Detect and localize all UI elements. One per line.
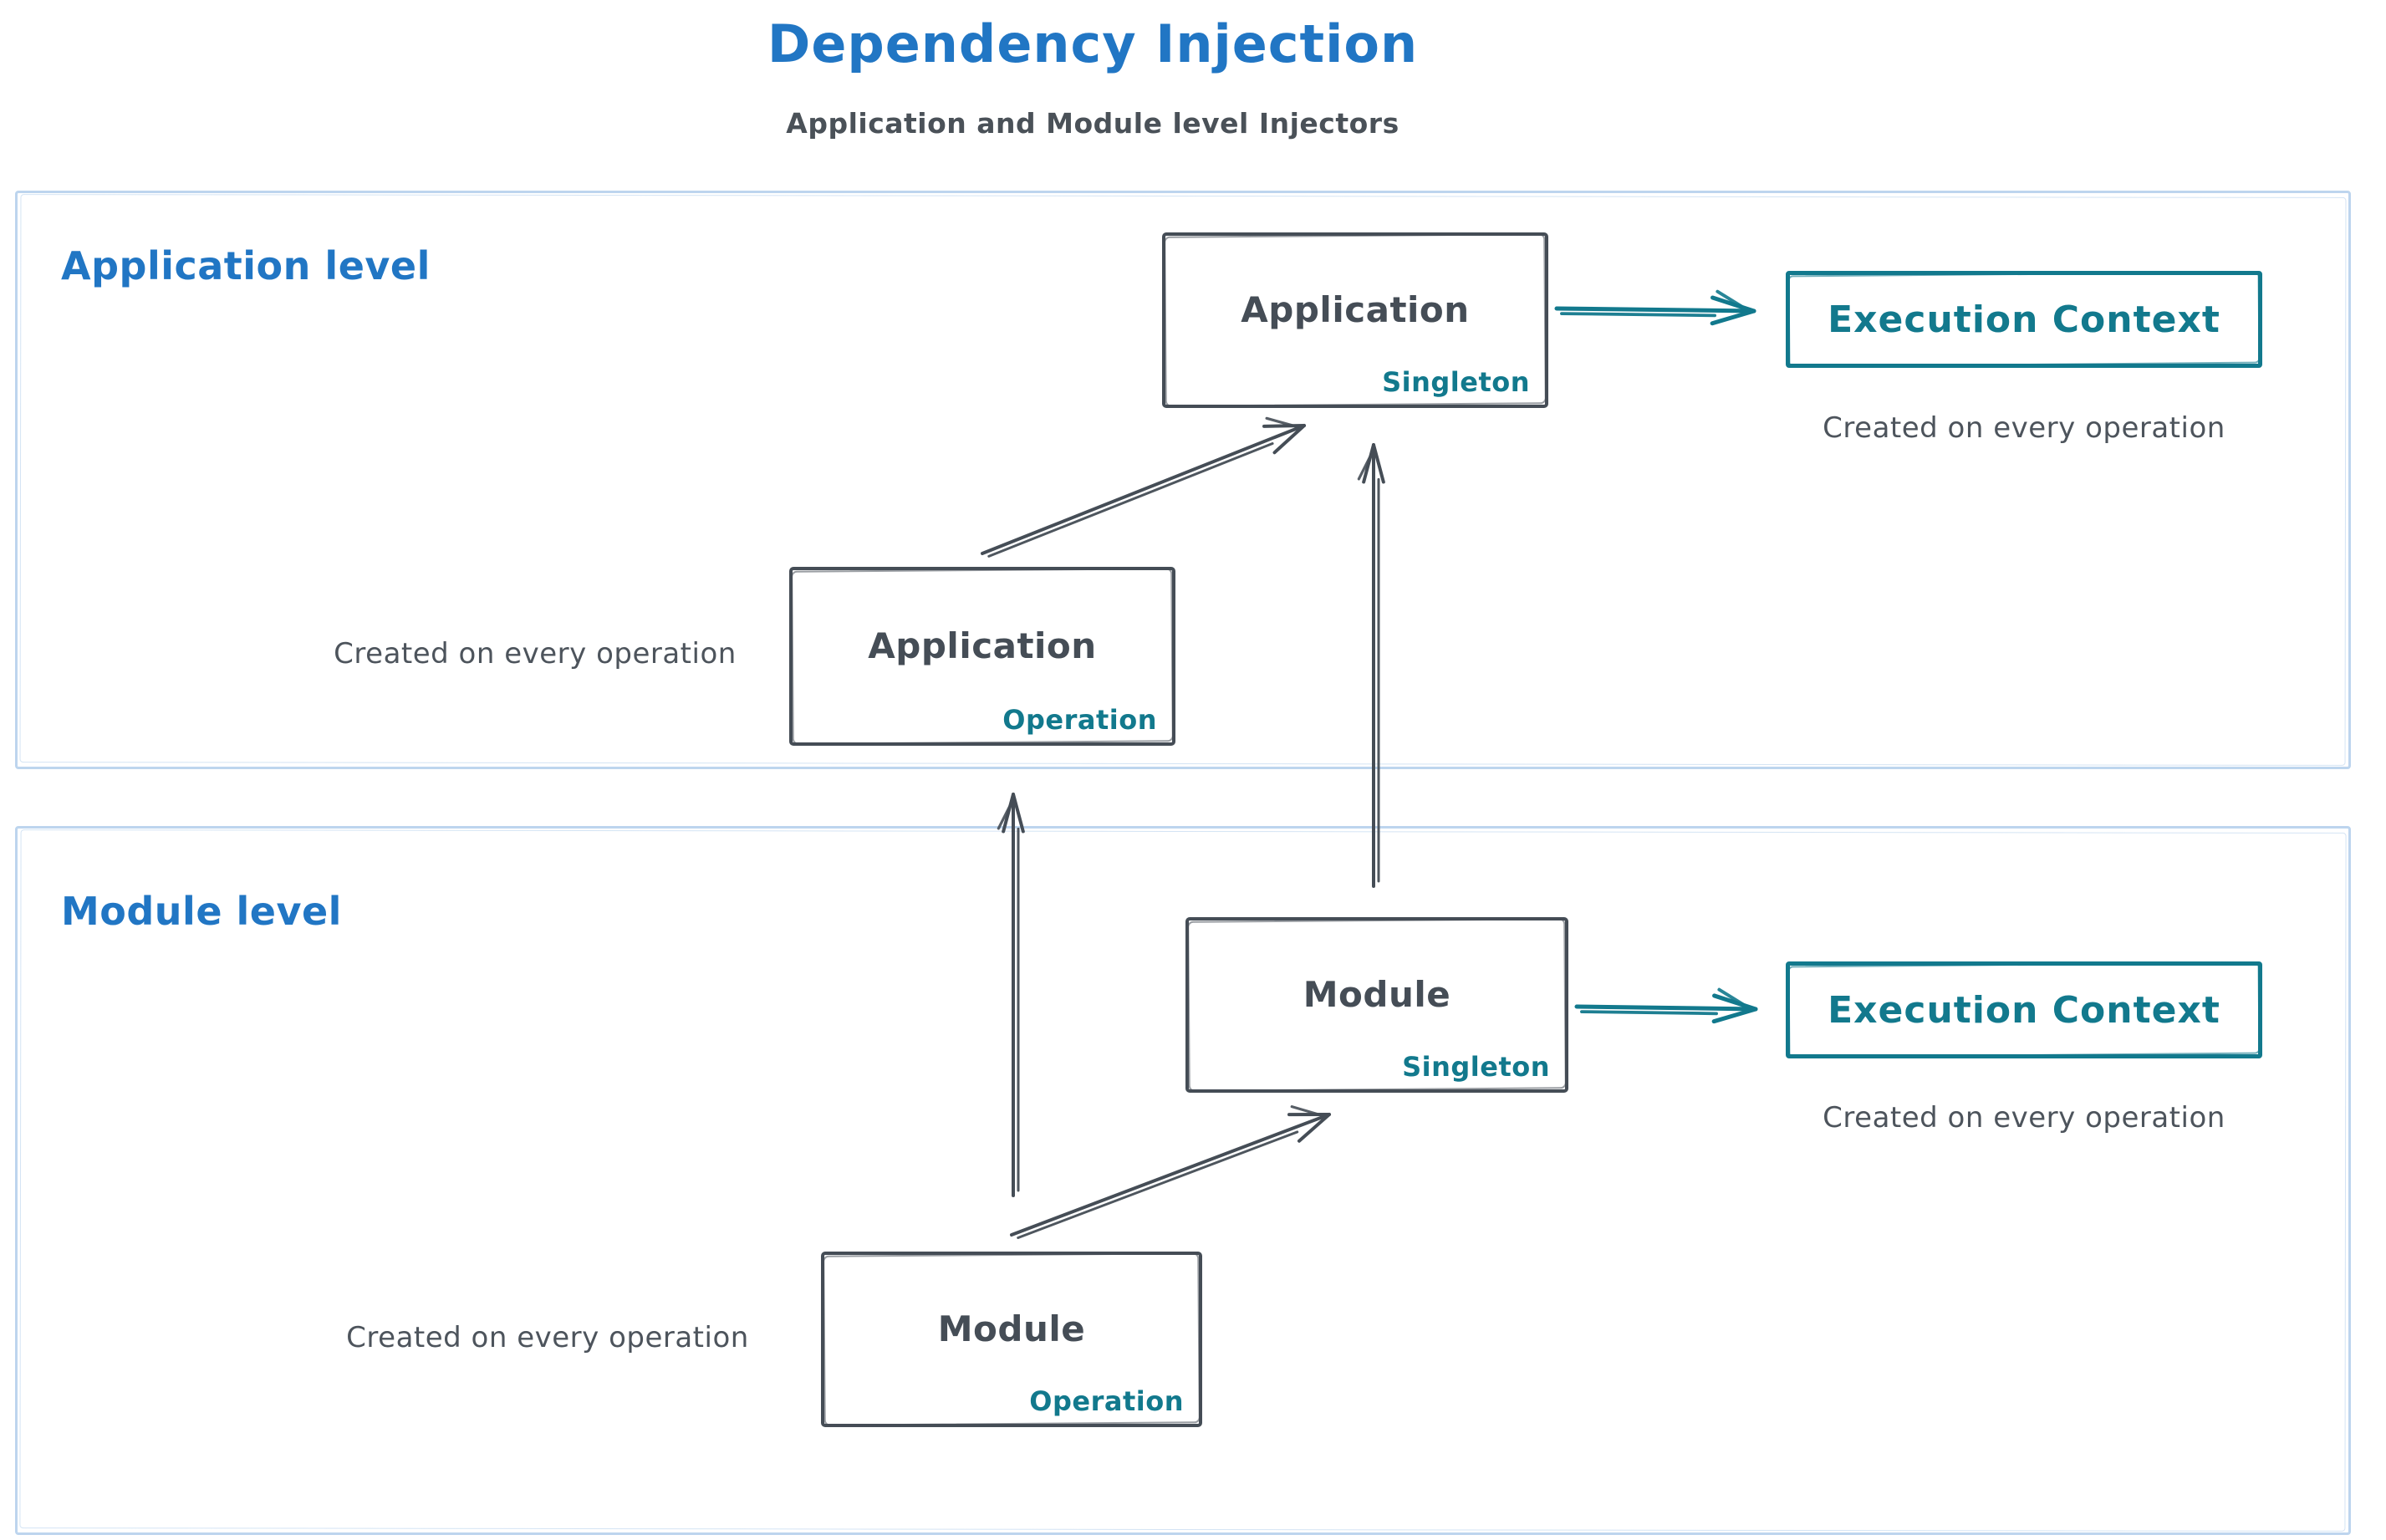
application-operation-title: Application	[868, 625, 1097, 666]
module-singleton-tag: Singleton	[1402, 1051, 1550, 1083]
module-operation-box: Module Operation	[821, 1252, 1202, 1427]
execution-context-application-title: Execution Context	[1828, 298, 2220, 341]
module-level-section: Module level	[15, 826, 2351, 1535]
application-singleton-box: Application Singleton	[1162, 232, 1548, 408]
module-singleton-title: Module	[1303, 973, 1451, 1015]
caption-app-operation: Created on every operation	[334, 637, 737, 671]
module-singleton-box: Module Singleton	[1185, 917, 1568, 1093]
module-operation-tag: Operation	[1029, 1385, 1184, 1417]
diagram-subtitle: Application and Module level Injectors	[786, 107, 1399, 140]
application-operation-tag: Operation	[1002, 704, 1157, 736]
application-singleton-tag: Singleton	[1382, 366, 1530, 398]
caption-exec-app: Created on every operation	[1823, 411, 2225, 445]
application-singleton-title: Application	[1241, 288, 1470, 330]
module-level-label: Module level	[61, 889, 342, 934]
diagram-title: Dependency Injection	[767, 13, 1419, 74]
caption-exec-module: Created on every operation	[1823, 1101, 2225, 1135]
application-operation-box: Application Operation	[789, 567, 1175, 746]
caption-module-operation: Created on every operation	[346, 1321, 749, 1354]
module-operation-title: Module	[937, 1308, 1086, 1349]
application-level-section: Application level	[15, 191, 2351, 769]
execution-context-module-box: Execution Context	[1786, 961, 2262, 1058]
execution-context-module-title: Execution Context	[1828, 988, 2220, 1032]
application-level-label: Application level	[61, 243, 431, 288]
execution-context-application-box: Execution Context	[1786, 271, 2262, 368]
